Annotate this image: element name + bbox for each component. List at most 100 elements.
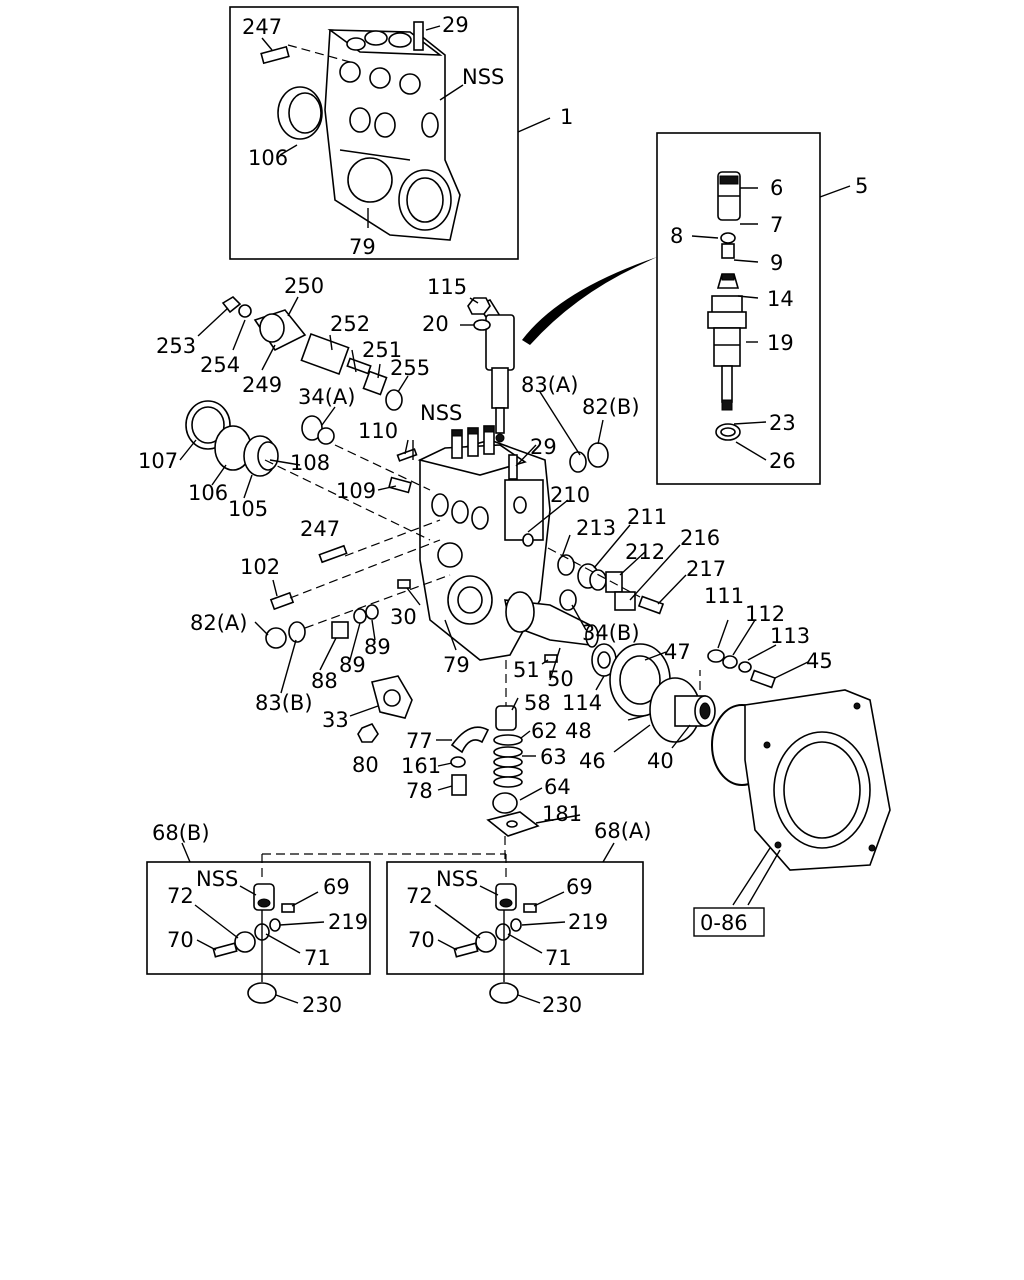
label-89b: 89 xyxy=(339,653,366,677)
label-79-main: 79 xyxy=(443,653,470,677)
stud-247-top xyxy=(260,45,290,65)
housing-253-254 xyxy=(221,295,252,318)
label-64: 64 xyxy=(544,775,571,799)
label-210: 210 xyxy=(550,483,590,507)
label-251: 251 xyxy=(362,338,402,362)
label-51: 51 xyxy=(513,658,540,682)
label-110: 110 xyxy=(358,419,398,443)
ring-83a xyxy=(569,451,587,473)
label-68b: 68(B) xyxy=(152,821,210,845)
label-181: 181 xyxy=(542,802,582,826)
pin-29-main xyxy=(508,454,518,480)
screw-45 xyxy=(749,669,777,689)
label-217: 217 xyxy=(686,557,726,581)
label-7: 7 xyxy=(770,213,783,237)
label-219-gov-b: 219 xyxy=(328,910,368,934)
label-9: 9 xyxy=(770,251,783,275)
seal-ring-106-top xyxy=(277,86,323,140)
bearing-105 xyxy=(243,435,279,477)
coupling-48 xyxy=(649,677,716,743)
label-106-main: 106 xyxy=(188,481,228,505)
valve-holder-6 xyxy=(717,171,741,221)
label-70-gov-b: 70 xyxy=(167,928,194,952)
label-14: 14 xyxy=(767,287,794,311)
label-71-gov-b: 71 xyxy=(304,946,331,970)
label-62: 62 xyxy=(531,719,558,743)
label-29-main: 29 xyxy=(530,435,557,459)
washers-111-112-113 xyxy=(707,649,752,673)
label-70-gov-a: 70 xyxy=(408,928,435,952)
pump-housing-top xyxy=(324,29,461,241)
label-46: 46 xyxy=(579,749,606,773)
label-26: 26 xyxy=(769,449,796,473)
label-40: 40 xyxy=(647,749,674,773)
pump-housing-inset-box xyxy=(229,6,519,260)
ring-26 xyxy=(715,423,741,441)
label-82b: 82(B) xyxy=(582,395,640,419)
label-247-main: 247 xyxy=(300,517,340,541)
bolt-102 xyxy=(269,591,295,611)
label-58: 58 xyxy=(524,691,551,715)
label-254: 254 xyxy=(200,353,240,377)
nut-115 xyxy=(467,297,491,315)
washer-20 xyxy=(473,319,491,331)
screw-252 xyxy=(346,357,372,375)
label-34a: 34(A) xyxy=(298,385,355,409)
label-106-top: 106 xyxy=(248,146,288,170)
bolt-161-78 xyxy=(450,756,467,796)
drive-shaft-50 xyxy=(504,591,599,648)
governor-a-parts xyxy=(434,883,566,1004)
label-115: 115 xyxy=(427,275,467,299)
label-6: 6 xyxy=(770,176,783,200)
label-102: 102 xyxy=(240,555,280,579)
label-48: 48 xyxy=(565,719,592,743)
label-255: 255 xyxy=(390,356,430,380)
plate-181 xyxy=(486,811,540,837)
label-72-gov-a: 72 xyxy=(406,884,433,908)
label-89a: 89 xyxy=(364,635,391,659)
label-77: 77 xyxy=(406,729,433,753)
sleeve-250 xyxy=(300,332,350,376)
label-109: 109 xyxy=(336,479,376,503)
ring-255 xyxy=(385,389,403,411)
link-77 xyxy=(450,726,490,754)
label-212: 212 xyxy=(625,540,665,564)
label-252: 252 xyxy=(330,312,370,336)
label-5: 5 xyxy=(855,174,868,198)
nut-251 xyxy=(362,370,388,396)
label-0-86: 0-86 xyxy=(700,911,748,935)
label-50: 50 xyxy=(547,667,574,691)
label-253: 253 xyxy=(156,334,196,358)
label-72-gov-b: 72 xyxy=(167,884,194,908)
label-47: 47 xyxy=(664,640,691,664)
label-69-gov-a: 69 xyxy=(566,875,593,899)
valve-14 xyxy=(716,273,740,289)
label-78: 78 xyxy=(406,779,433,803)
label-113: 113 xyxy=(770,624,810,648)
label-69-gov-b: 69 xyxy=(323,875,350,899)
injection-pump-body xyxy=(417,425,551,661)
label-216: 216 xyxy=(680,526,720,550)
callout-labels: 247 29 NSS 1 106 79 5 6 7 8 9 14 19 23 2… xyxy=(138,13,868,1017)
governor-b-inset-box xyxy=(146,861,371,975)
label-161: 161 xyxy=(401,754,441,778)
label-114: 114 xyxy=(562,691,602,715)
label-213: 213 xyxy=(576,516,616,540)
ref-box-0-86 xyxy=(693,907,765,937)
label-83a: 83(A) xyxy=(521,373,578,397)
label-29-top: 29 xyxy=(442,13,469,37)
label-34b: 34(B) xyxy=(582,621,640,645)
label-71-gov-a: 71 xyxy=(545,946,572,970)
plate-33 xyxy=(371,675,413,719)
barrel-19 xyxy=(707,295,747,403)
label-112: 112 xyxy=(745,602,785,626)
label-230-gov-b: 230 xyxy=(302,993,342,1017)
stud-247-main xyxy=(318,544,348,564)
flange-housing xyxy=(744,689,891,871)
label-249: 249 xyxy=(242,373,282,397)
label-nss-top: NSS xyxy=(462,65,504,89)
bracket-216-217 xyxy=(614,591,665,615)
label-80: 80 xyxy=(352,753,379,777)
label-30: 30 xyxy=(390,605,417,629)
